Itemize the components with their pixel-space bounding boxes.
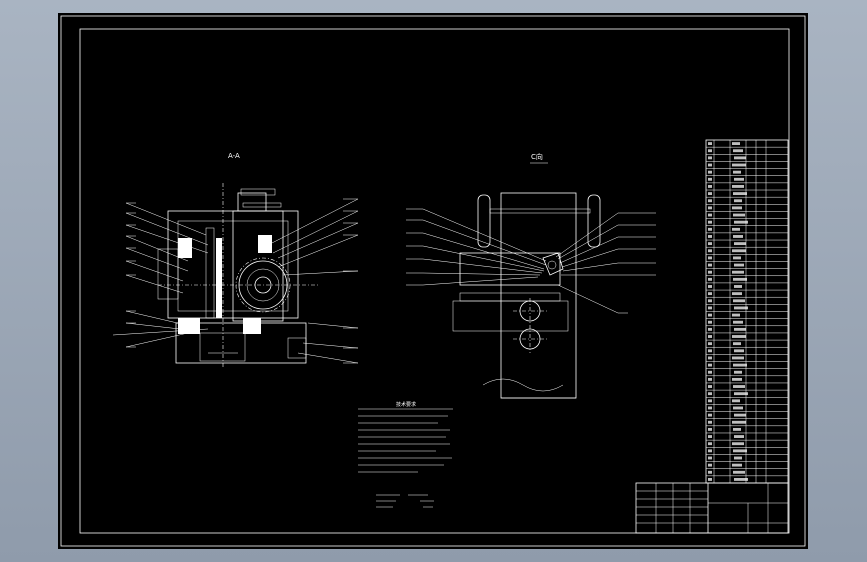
section-view-a-a: A-A <box>112 152 359 368</box>
outer-border <box>60 15 806 547</box>
inner-border <box>79 28 790 534</box>
title-block <box>635 482 789 534</box>
side-view-c: C向 <box>406 152 656 399</box>
section-label: A-A <box>228 152 240 160</box>
drawing-canvas: A-A <box>60 15 806 547</box>
technical-requirements: 技术要求 <box>358 401 453 508</box>
parts-list <box>705 139 789 484</box>
drawing-sheet: A-A <box>58 13 808 549</box>
side-view-label: C向 <box>531 152 543 161</box>
notes-title: 技术要求 <box>396 401 416 408</box>
